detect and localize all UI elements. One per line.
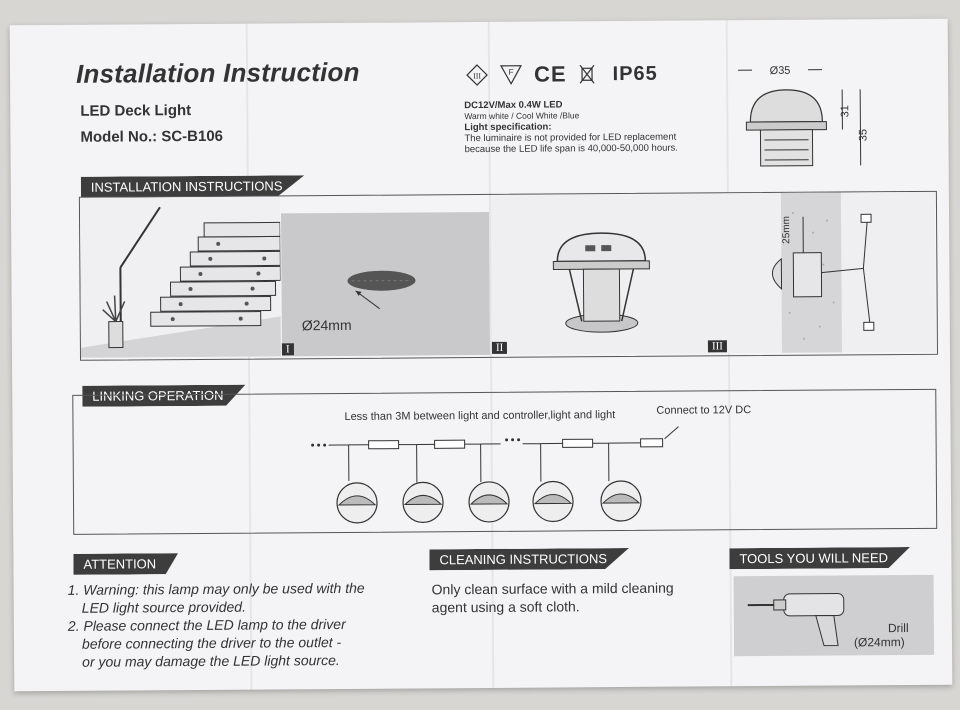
bin-icon (579, 64, 595, 84)
tools-header: TOOLS YOU WILL NEED (729, 547, 910, 569)
cleaning-line: Only clean surface with a mild cleaning (431, 579, 674, 598)
spec-note-2: because the LED life span is 40,000-50,0… (464, 142, 678, 156)
hole-size-label: Ø24mm (301, 316, 352, 334)
class-iii-icon: III (466, 64, 488, 86)
page-title: Installation Instruction (75, 56, 360, 89)
f-symbol-text: F (509, 68, 514, 77)
drill-icon (747, 593, 845, 647)
dim-height-2: 35 (857, 129, 869, 141)
instruction-sheet: Installation Instruction LED Deck Light … (9, 18, 953, 692)
stairs-illustration (79, 196, 282, 358)
ce-mark: CE (533, 61, 567, 87)
class-symbol-text: III (473, 71, 481, 80)
attention-list: 1. Warning: this lamp may only be used w… (68, 578, 429, 671)
tool-size: (Ø24mm) (853, 635, 905, 650)
cleaning-header: CLEANING INSTRUCTIONS (429, 548, 629, 570)
ip-rating: IP65 (612, 62, 658, 85)
product-name: LED Deck Light (80, 102, 192, 120)
cleaning-text: Only clean surface with a mild cleaning … (432, 578, 732, 616)
step-label-2: II (491, 341, 508, 354)
certification-row: III F CE IP65 (466, 61, 658, 88)
model-number: Model No.: SC-B106 (80, 127, 224, 146)
dim-height-1: 31 (839, 105, 851, 117)
f-mark-icon: F (499, 65, 522, 85)
light-insert-illustration (552, 232, 650, 333)
step-label-3: III (707, 340, 727, 353)
attention-header: ATTENTION (73, 553, 178, 575)
cleaning-line: agent using a soft cloth. (431, 598, 580, 616)
wall-section-illustration (722, 191, 936, 354)
hole-illustration (347, 270, 416, 310)
step-label-1: I (281, 343, 294, 356)
attention-line: or you may damage the LED light source. (82, 651, 340, 670)
depth-label: 25mm (781, 216, 793, 244)
installation-header: INSTALLATION INSTRUCTIONS (81, 175, 305, 198)
linking-diagram (311, 426, 679, 524)
dim-width: Ø35 (770, 65, 791, 77)
power-note: Connect to 12V DC (656, 404, 752, 417)
tool-name: Drill (887, 621, 909, 636)
dimension-drawing: Ø35 31 35 (738, 65, 870, 167)
spec-block: DC12V/Max 0.4W LED Warm white / Cool Whi… (464, 98, 724, 155)
